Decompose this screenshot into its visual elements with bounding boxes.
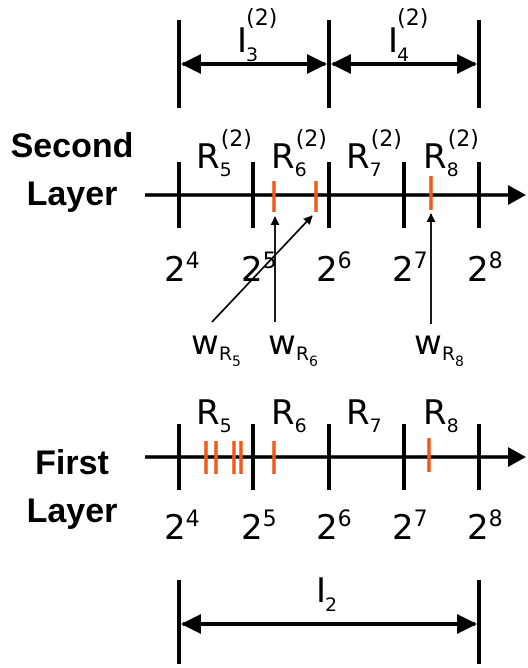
region-label-r8-2: R8(2) <box>423 127 479 181</box>
second-layer-tick-label-2-5: 25 <box>241 249 277 290</box>
second-layer-label-line2: Layer <box>27 175 118 213</box>
region-label-r5: R5 <box>196 393 232 437</box>
first-layer-label-line2: Layer <box>27 492 118 530</box>
first-layer-label-line1: First <box>35 444 109 482</box>
first-layer-axis-arrowhead <box>508 447 526 467</box>
first-layer-tick-label-2-4: 24 <box>164 507 200 548</box>
interval-label-i4: I4(2) <box>388 6 428 66</box>
region-label-r6-2: R6(2) <box>271 127 327 181</box>
interval-dimension-top: I3(2) I4(2) <box>177 6 481 108</box>
second-layer-tick-label-2-8: 28 <box>467 249 503 290</box>
first-layer: First Layer R5 R6 R7 R8 24 25 26 27 28 <box>27 393 526 548</box>
second-layer-axis-arrowhead <box>508 185 526 205</box>
region-label-r8: R8 <box>423 393 459 437</box>
first-layer-tick-label-2-5: 25 <box>241 507 277 548</box>
region-label-r7-2: R7(2) <box>346 127 402 181</box>
interval-label-i3: I3(2) <box>237 6 277 66</box>
second-layer-tick-label-2-7: 27 <box>392 249 428 290</box>
second-layer-tick-label-2-4: 24 <box>164 249 200 290</box>
second-layer: Second Layer R5(2) R6(2) R7(2) R8(2) 24 … <box>11 127 526 370</box>
region-label-r5-2: R5(2) <box>196 127 252 181</box>
weight-label-w-r5: wR5 <box>191 323 241 370</box>
region-label-r7: R7 <box>346 393 382 437</box>
interval-label-i2: I2 <box>316 571 337 616</box>
first-layer-tick-label-2-8: 28 <box>467 507 503 548</box>
weight-label-w-r6: wR6 <box>268 323 318 370</box>
weight-label-w-r8: wR8 <box>414 323 464 370</box>
second-layer-label-line1: Second <box>11 127 134 165</box>
interval-dimension-bottom: I2 <box>177 571 481 664</box>
second-layer-tick-label-2-6: 26 <box>316 249 352 290</box>
first-layer-tick-label-2-6: 26 <box>316 507 352 548</box>
region-label-r6: R6 <box>271 393 307 437</box>
pointer-arrow-w-r5 <box>211 215 313 323</box>
first-layer-tick-label-2-7: 27 <box>392 507 428 548</box>
